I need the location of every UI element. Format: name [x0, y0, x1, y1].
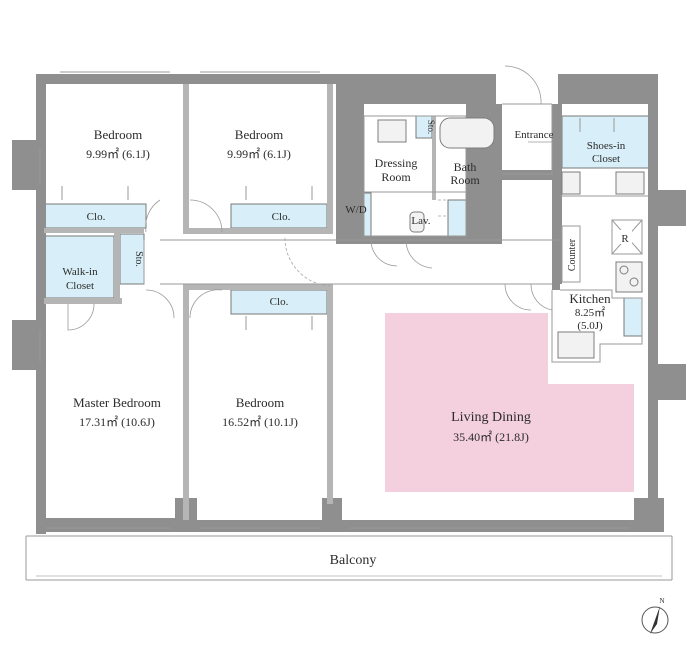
wall — [342, 520, 642, 532]
wall — [36, 74, 336, 84]
wall — [36, 74, 46, 534]
partition — [183, 284, 189, 520]
room-name-bath-2: Room — [450, 173, 480, 187]
lavatory-space — [447, 199, 469, 237]
living-dining-area — [385, 313, 634, 492]
wall — [552, 180, 560, 290]
room-name-bedroom-n: Bedroom — [235, 127, 283, 142]
room-name-dressing-1: Dressing — [375, 156, 418, 170]
room-tatami-kitchen: (5.0J) — [577, 320, 603, 332]
walkin-closet — [43, 235, 115, 299]
washbasin — [377, 119, 407, 143]
refrigerator-label: R — [621, 233, 629, 245]
door-swing — [284, 237, 331, 287]
partition — [327, 284, 333, 504]
compass-icon — [641, 606, 669, 634]
wall — [197, 520, 322, 532]
stove — [615, 261, 643, 293]
room-name-bedroom-s: Bedroom — [236, 395, 284, 410]
partition — [189, 284, 329, 290]
closet-label-nw: Clo. — [87, 211, 106, 223]
room-name-walkin-1: Walk-in — [62, 266, 98, 278]
wall — [336, 74, 496, 104]
closet-label-s: Clo. — [270, 296, 289, 308]
bathtub — [439, 117, 495, 149]
entrance-label: Entrance — [514, 129, 553, 141]
room-name-kitchen: Kitchen — [569, 291, 611, 306]
door-swing — [145, 289, 223, 319]
north-arrow-icon — [650, 606, 660, 634]
room-name-shoes-1: Shoes-in — [587, 140, 626, 152]
room-name-bath-1: Bath — [454, 160, 477, 174]
wall — [12, 320, 38, 370]
stove-burner — [619, 265, 629, 275]
washer-label: W/D — [345, 204, 366, 216]
door-swing — [67, 303, 95, 331]
hall-outline — [143, 239, 560, 285]
storage-label-dressing: Sto. — [426, 120, 436, 134]
shoes-closet — [561, 115, 657, 169]
room-area-bedroom-s: 16.52㎡ (10.1J) — [222, 415, 298, 429]
door-swing — [438, 199, 448, 217]
toilet — [409, 211, 425, 233]
closet-label-n: Clo. — [272, 211, 291, 223]
lavatory-label: Lav. — [411, 215, 430, 227]
entrance-step — [502, 103, 553, 175]
counter-outline — [561, 225, 581, 283]
partition — [432, 116, 436, 200]
door-swing — [504, 65, 552, 143]
wall — [336, 104, 364, 244]
wall — [36, 518, 181, 532]
partition — [114, 232, 120, 302]
window — [39, 71, 630, 529]
room-name-bedroom-nw: Bedroom — [94, 127, 142, 142]
wall — [502, 170, 560, 180]
room-name-walkin-2: Closet — [66, 280, 94, 292]
north-label: N — [659, 597, 664, 605]
wall — [322, 498, 342, 532]
wall — [648, 74, 658, 524]
kitchen-cabinet — [623, 297, 643, 337]
counter-label: Counter — [567, 238, 578, 271]
room-name-dressing-2: Room — [381, 170, 411, 184]
door-swing — [145, 199, 223, 233]
door-swing — [504, 283, 553, 311]
room-name-shoes-2: Closet — [592, 153, 620, 165]
room-name-living: Living Dining — [451, 410, 531, 425]
room-area-living: 35.40㎡ (21.8J) — [453, 430, 529, 444]
wall — [12, 140, 38, 190]
door-swing — [370, 239, 433, 269]
partition — [44, 228, 144, 233]
room-name-master: Master Bedroom — [73, 395, 161, 410]
north-arrow: N — [641, 597, 669, 634]
partition — [327, 84, 333, 234]
entrance-shelf — [561, 171, 581, 195]
storage-hall — [119, 233, 145, 285]
partition — [189, 228, 329, 234]
bath-shelf — [615, 171, 645, 195]
kitchen-outline — [551, 195, 648, 363]
balcony-line — [25, 535, 673, 581]
room-area-bedroom-nw: 9.99㎡ (6.1J) — [86, 147, 150, 161]
balcony-label: Balcony — [330, 553, 377, 568]
closet-door-ticks — [61, 118, 615, 330]
room-area-master: 17.31㎡ (10.6J) — [79, 415, 155, 429]
partition — [183, 84, 189, 234]
fridge-space — [611, 219, 643, 255]
room-area-bedroom-n: 9.99㎡ (6.1J) — [227, 147, 291, 161]
stove-burner — [629, 277, 639, 287]
sink — [557, 331, 595, 359]
room-area-kitchen: 8.25㎡ — [575, 306, 605, 319]
wall — [558, 74, 658, 104]
storage-label-hall: Sto. — [133, 251, 144, 267]
wet-area-outline — [363, 115, 467, 237]
partition — [44, 298, 122, 304]
closet-n — [230, 203, 328, 229]
fridge-space — [618, 230, 632, 244]
